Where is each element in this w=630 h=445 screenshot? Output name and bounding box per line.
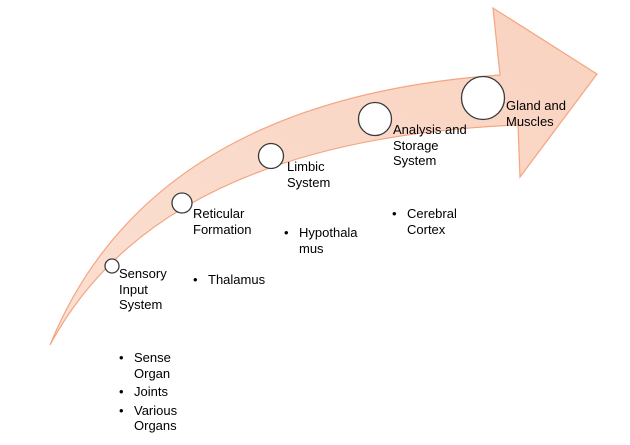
stage-3-bullet-list: Hypothala mus: [284, 225, 358, 259]
bullet-item: Cerebral Cortex: [392, 206, 457, 237]
bullet-item: Various Organs: [119, 403, 177, 434]
bullet-item: Sense Organ: [119, 350, 177, 381]
stage-1-bullet-list: Sense Organ Joints Various Organs: [119, 350, 177, 437]
stage-label-reticular-formation: Reticular Formation: [193, 206, 252, 237]
bullet-item: Joints: [119, 384, 177, 400]
stage-node-1: [104, 258, 120, 274]
stage-node-3: [257, 142, 285, 170]
bullet-item: Thalamus: [193, 272, 265, 288]
stage-node-4: [357, 101, 393, 137]
stage-label-sensory-input-system: Sensory Input System: [119, 266, 167, 312]
stage-2-bullet-list: Thalamus: [193, 272, 265, 291]
stage-4-bullet-list: Cerebral Cortex: [392, 206, 457, 240]
stage-label-analysis-and-storage-system: Analysis and Storage System: [393, 122, 467, 168]
curved-arrow: [49, 6, 598, 346]
stage-label-limbic-system: Limbic System: [287, 159, 331, 190]
stage-node-5: [460, 75, 506, 121]
stage-node-2: [171, 192, 193, 214]
bullet-item: Hypothala mus: [284, 225, 358, 256]
stage-label-gland-and-muscles: Gland and Muscles: [506, 98, 566, 129]
